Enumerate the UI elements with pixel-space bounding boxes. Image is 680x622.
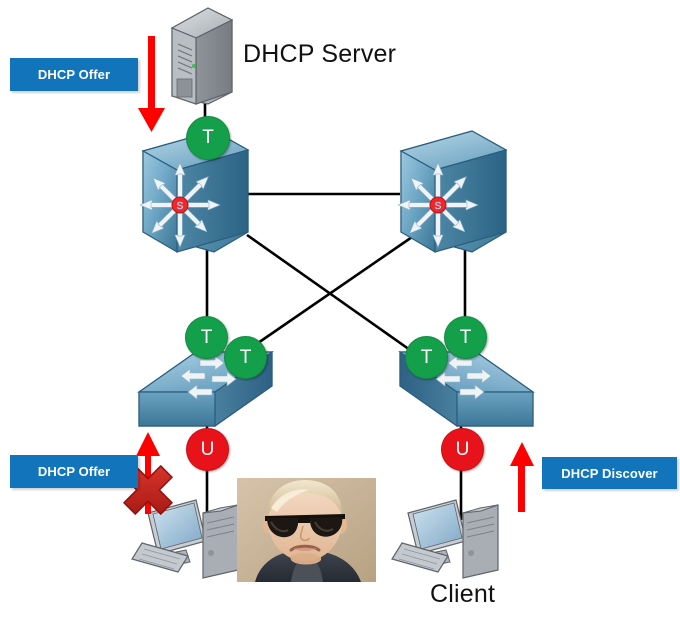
port-badge-access-right-uplink-a: T	[444, 316, 487, 359]
port-badge-core-left-uplink: T	[186, 116, 230, 160]
core-switch-left-icon: S	[139, 130, 250, 254]
discover-up-arrow	[510, 442, 534, 512]
client-pc-icon	[391, 499, 499, 579]
callout-label: DHCP Offer	[37, 464, 111, 479]
callout-label: DHCP Discover	[561, 465, 658, 481]
dhcp-server-label: DHCP Server	[243, 40, 397, 68]
sunglasses-kid-photo	[237, 478, 376, 582]
core-switch-right-icon: S	[397, 130, 508, 254]
port-badge-label: T	[459, 326, 472, 348]
callout-dhcp-offer-top: DHCP Offer	[10, 58, 138, 91]
offer-down-arrow	[138, 36, 165, 132]
port-badge-label: U	[200, 438, 215, 460]
port-badge-access-left-uplink-a: T	[185, 316, 228, 359]
client-label: Client	[430, 580, 496, 608]
link-core-right-access-left	[241, 233, 416, 356]
link-core-left-access-right	[246, 233, 421, 359]
rogue-pc-icon	[131, 499, 239, 579]
port-badge-label: T	[420, 346, 433, 368]
port-badge-access-right-uplink-b: T	[405, 336, 448, 379]
port-badge-access-left-uplink-b: T	[224, 336, 267, 379]
port-badge-label: T	[239, 346, 252, 368]
port-badge-access-right-access-port: U	[441, 428, 484, 471]
dhcp-server-icon	[170, 7, 234, 105]
sunglasses	[265, 514, 345, 538]
callout-label: DHCP Offer	[37, 67, 111, 82]
access-switch-right-icon	[398, 350, 535, 428]
sunglasses-kid-photo-art	[237, 478, 376, 582]
svg-text:S: S	[177, 201, 184, 212]
callout-dhcp-discover: DHCP Discover	[542, 457, 677, 489]
svg-text:S: S	[435, 201, 442, 212]
port-badge-label: T	[200, 326, 213, 348]
port-badge-label: T	[202, 127, 214, 148]
port-badge-label: U	[455, 438, 470, 460]
callout-dhcp-offer-bottom: DHCP Offer	[10, 455, 138, 488]
port-badge-access-left-access-port: U	[186, 428, 229, 471]
